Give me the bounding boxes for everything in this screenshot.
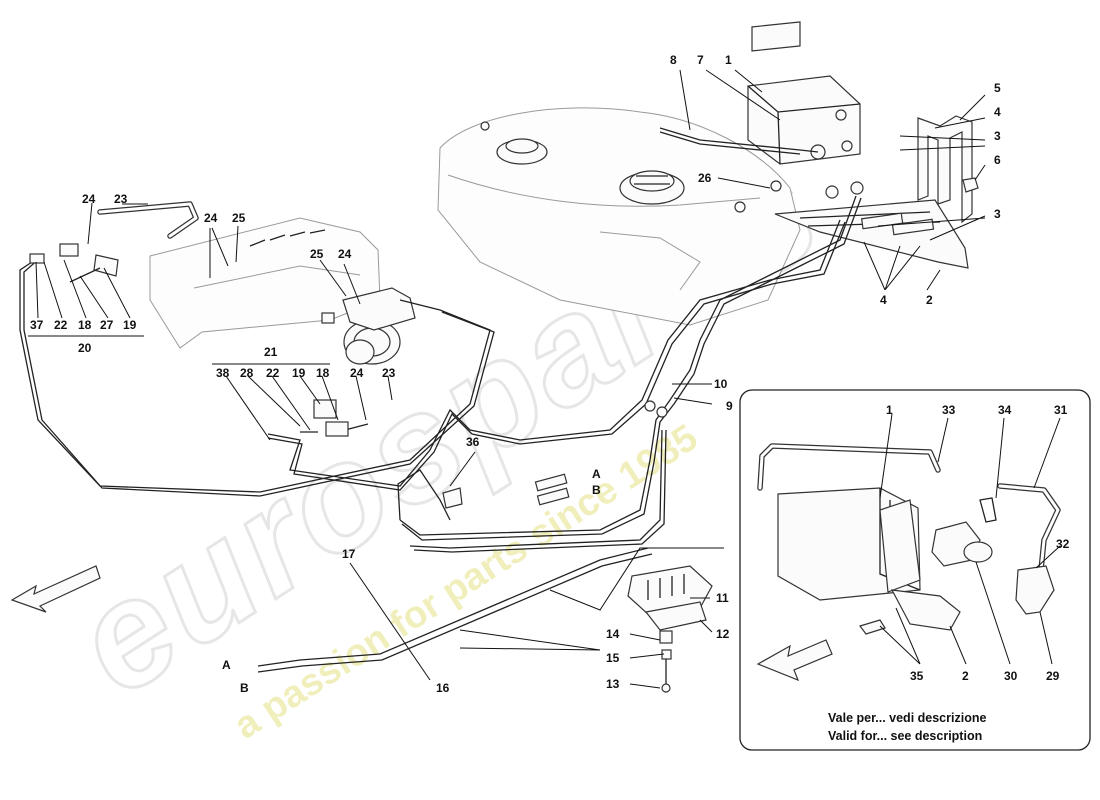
callout-5: 5 [994, 81, 1001, 95]
canister-bracket [770, 115, 979, 269]
line-end-b: B [592, 483, 601, 497]
callout-19: 19 [123, 318, 137, 332]
inset-callout-2: 2 [962, 669, 969, 683]
callout-1: 1 [725, 53, 732, 67]
callout-3: 3 [994, 129, 1001, 143]
callout-labels: 8 7 1 5 4 3 6 3 26 4 2 10 9 11 12 14 15 … [30, 53, 1070, 743]
inset-callout-34: 34 [998, 403, 1012, 417]
direction-arrow-left [10, 565, 101, 613]
callout-28: 28 [240, 366, 254, 380]
callout-24: 24 [204, 211, 218, 225]
callout-37: 37 [30, 318, 44, 332]
callout-23: 23 [114, 192, 128, 206]
callout-16: 16 [436, 681, 450, 695]
callout-15: 15 [606, 651, 620, 665]
callout-4: 4 [880, 293, 887, 307]
inset-callout-30: 30 [1004, 669, 1018, 683]
callout-13: 13 [606, 677, 620, 691]
inset-callout-33: 33 [942, 403, 956, 417]
inset-callout-35: 35 [910, 669, 924, 683]
line-end-a: A [222, 658, 231, 672]
callout-6: 6 [994, 153, 1001, 167]
callout-25: 25 [232, 211, 246, 225]
callout-3: 3 [994, 207, 1001, 221]
callout-24: 24 [338, 247, 352, 261]
inset-note-italian: Vale per... vedi descrizione [828, 711, 986, 725]
callout-7: 7 [697, 53, 704, 67]
fuel-lines [19, 127, 864, 673]
callout-22: 22 [266, 366, 280, 380]
callout-18: 18 [316, 366, 330, 380]
callout-21: 21 [264, 345, 278, 359]
inset-panel [739, 389, 1091, 751]
line-end-a: A [592, 467, 601, 481]
inset-note-english: Valid for... see description [828, 729, 982, 743]
callout-10: 10 [714, 377, 728, 391]
clamp-assembly [627, 565, 713, 693]
callout-24: 24 [350, 366, 364, 380]
callout-2: 2 [926, 293, 933, 307]
inset-callout-29: 29 [1046, 669, 1060, 683]
callout-23: 23 [382, 366, 396, 380]
callout-27: 27 [100, 318, 114, 332]
fuel-tank [437, 107, 801, 326]
callout-22: 22 [54, 318, 68, 332]
callout-11: 11 [716, 591, 729, 605]
callout-19: 19 [292, 366, 306, 380]
carbon-canister [747, 21, 861, 165]
inset-callout-31: 31 [1054, 403, 1068, 417]
callout-38: 38 [216, 366, 230, 380]
inset-frame [739, 389, 1091, 751]
callout-25: 25 [310, 247, 324, 261]
line-end-b: B [240, 681, 249, 695]
callout-24: 24 [82, 192, 96, 206]
callout-18: 18 [78, 318, 92, 332]
inset-callout-1: 1 [886, 403, 893, 417]
callout-14: 14 [606, 627, 620, 641]
callout-9: 9 [726, 399, 733, 413]
inset-callout-32: 32 [1056, 537, 1070, 551]
callout-17: 17 [342, 547, 356, 561]
callout-20: 20 [78, 341, 92, 355]
leader-lines [28, 69, 1061, 689]
callout-36: 36 [466, 435, 480, 449]
callout-4: 4 [994, 105, 1001, 119]
engine-intake [149, 217, 416, 365]
callout-8: 8 [670, 53, 677, 67]
callout-26: 26 [698, 171, 712, 185]
callout-12: 12 [716, 627, 730, 641]
direction-arrow-inset [756, 639, 833, 682]
